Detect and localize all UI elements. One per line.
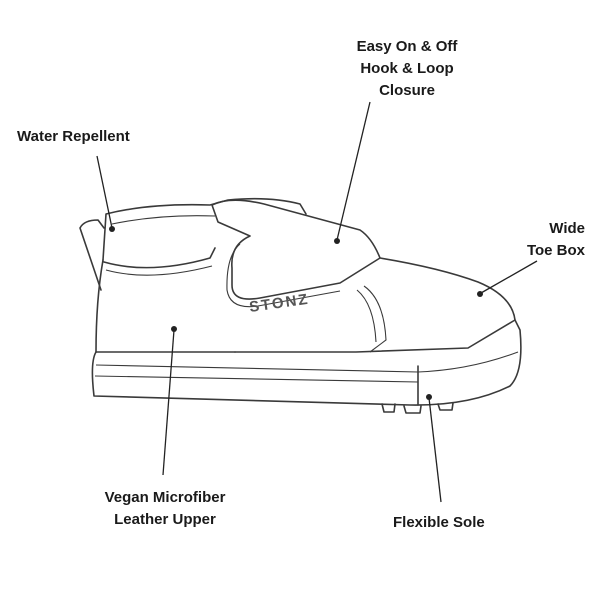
collar-band: [103, 247, 216, 269]
leader-closure: [336, 101, 371, 241]
strap-stitch: [226, 243, 341, 308]
sole-line-2: [94, 375, 419, 383]
leader-toe-box: [480, 260, 538, 294]
callout-water-repellent-line: Water Repellent: [17, 128, 130, 145]
tread-nub-3: [437, 402, 454, 411]
leader-water-repellent: [96, 155, 113, 229]
leader-upper: [162, 329, 175, 476]
collar-band-stitch: [105, 265, 213, 276]
brand-logo: STONZ: [248, 291, 310, 316]
callout-closure-line-1: Easy On & Off: [356, 38, 458, 55]
callout-upper: Vegan Microfiber Leather Upper: [80, 487, 250, 531]
vamp-stitch: [363, 285, 387, 353]
callout-toe-box-line-2: Toe Box: [526, 242, 585, 259]
vamp-stitch-inner: [356, 289, 377, 343]
dot-toe-box: [477, 291, 483, 297]
hook-loop-strap: [211, 199, 381, 300]
callout-toe-box-line-1: Wide: [549, 220, 585, 237]
callout-upper-line-1: Vegan Microfiber: [104, 489, 226, 506]
heel-tab: [79, 219, 105, 291]
leader-sole: [428, 397, 442, 503]
toe-vamp: [234, 257, 516, 353]
shoe-collar: [102, 197, 307, 261]
callout-closure-line-3: Closure: [379, 82, 435, 99]
rear-quarter: [95, 259, 104, 353]
callout-closure-line-2: Hook & Loop: [360, 60, 454, 77]
callout-toe-box: Wide Toe Box: [480, 218, 585, 262]
tread-nub-2: [403, 405, 422, 414]
dot-sole: [426, 394, 432, 400]
callout-water-repellent: Water Repellent: [17, 126, 130, 148]
dot-water-repellent: [109, 226, 115, 232]
callout-closure: Easy On & Off Hook & Loop Closure: [332, 36, 482, 102]
sole: [91, 319, 522, 406]
dot-closure: [334, 238, 340, 244]
callout-upper-line-2: Leather Upper: [114, 511, 216, 528]
tread-nub-1: [381, 403, 396, 413]
callout-flexible-sole: Flexible Sole: [393, 512, 485, 534]
callout-flexible-sole-line: Flexible Sole: [393, 514, 485, 531]
dot-upper: [171, 326, 177, 332]
collar-inner-line: [111, 215, 216, 225]
sole-line-1: [95, 351, 519, 373]
